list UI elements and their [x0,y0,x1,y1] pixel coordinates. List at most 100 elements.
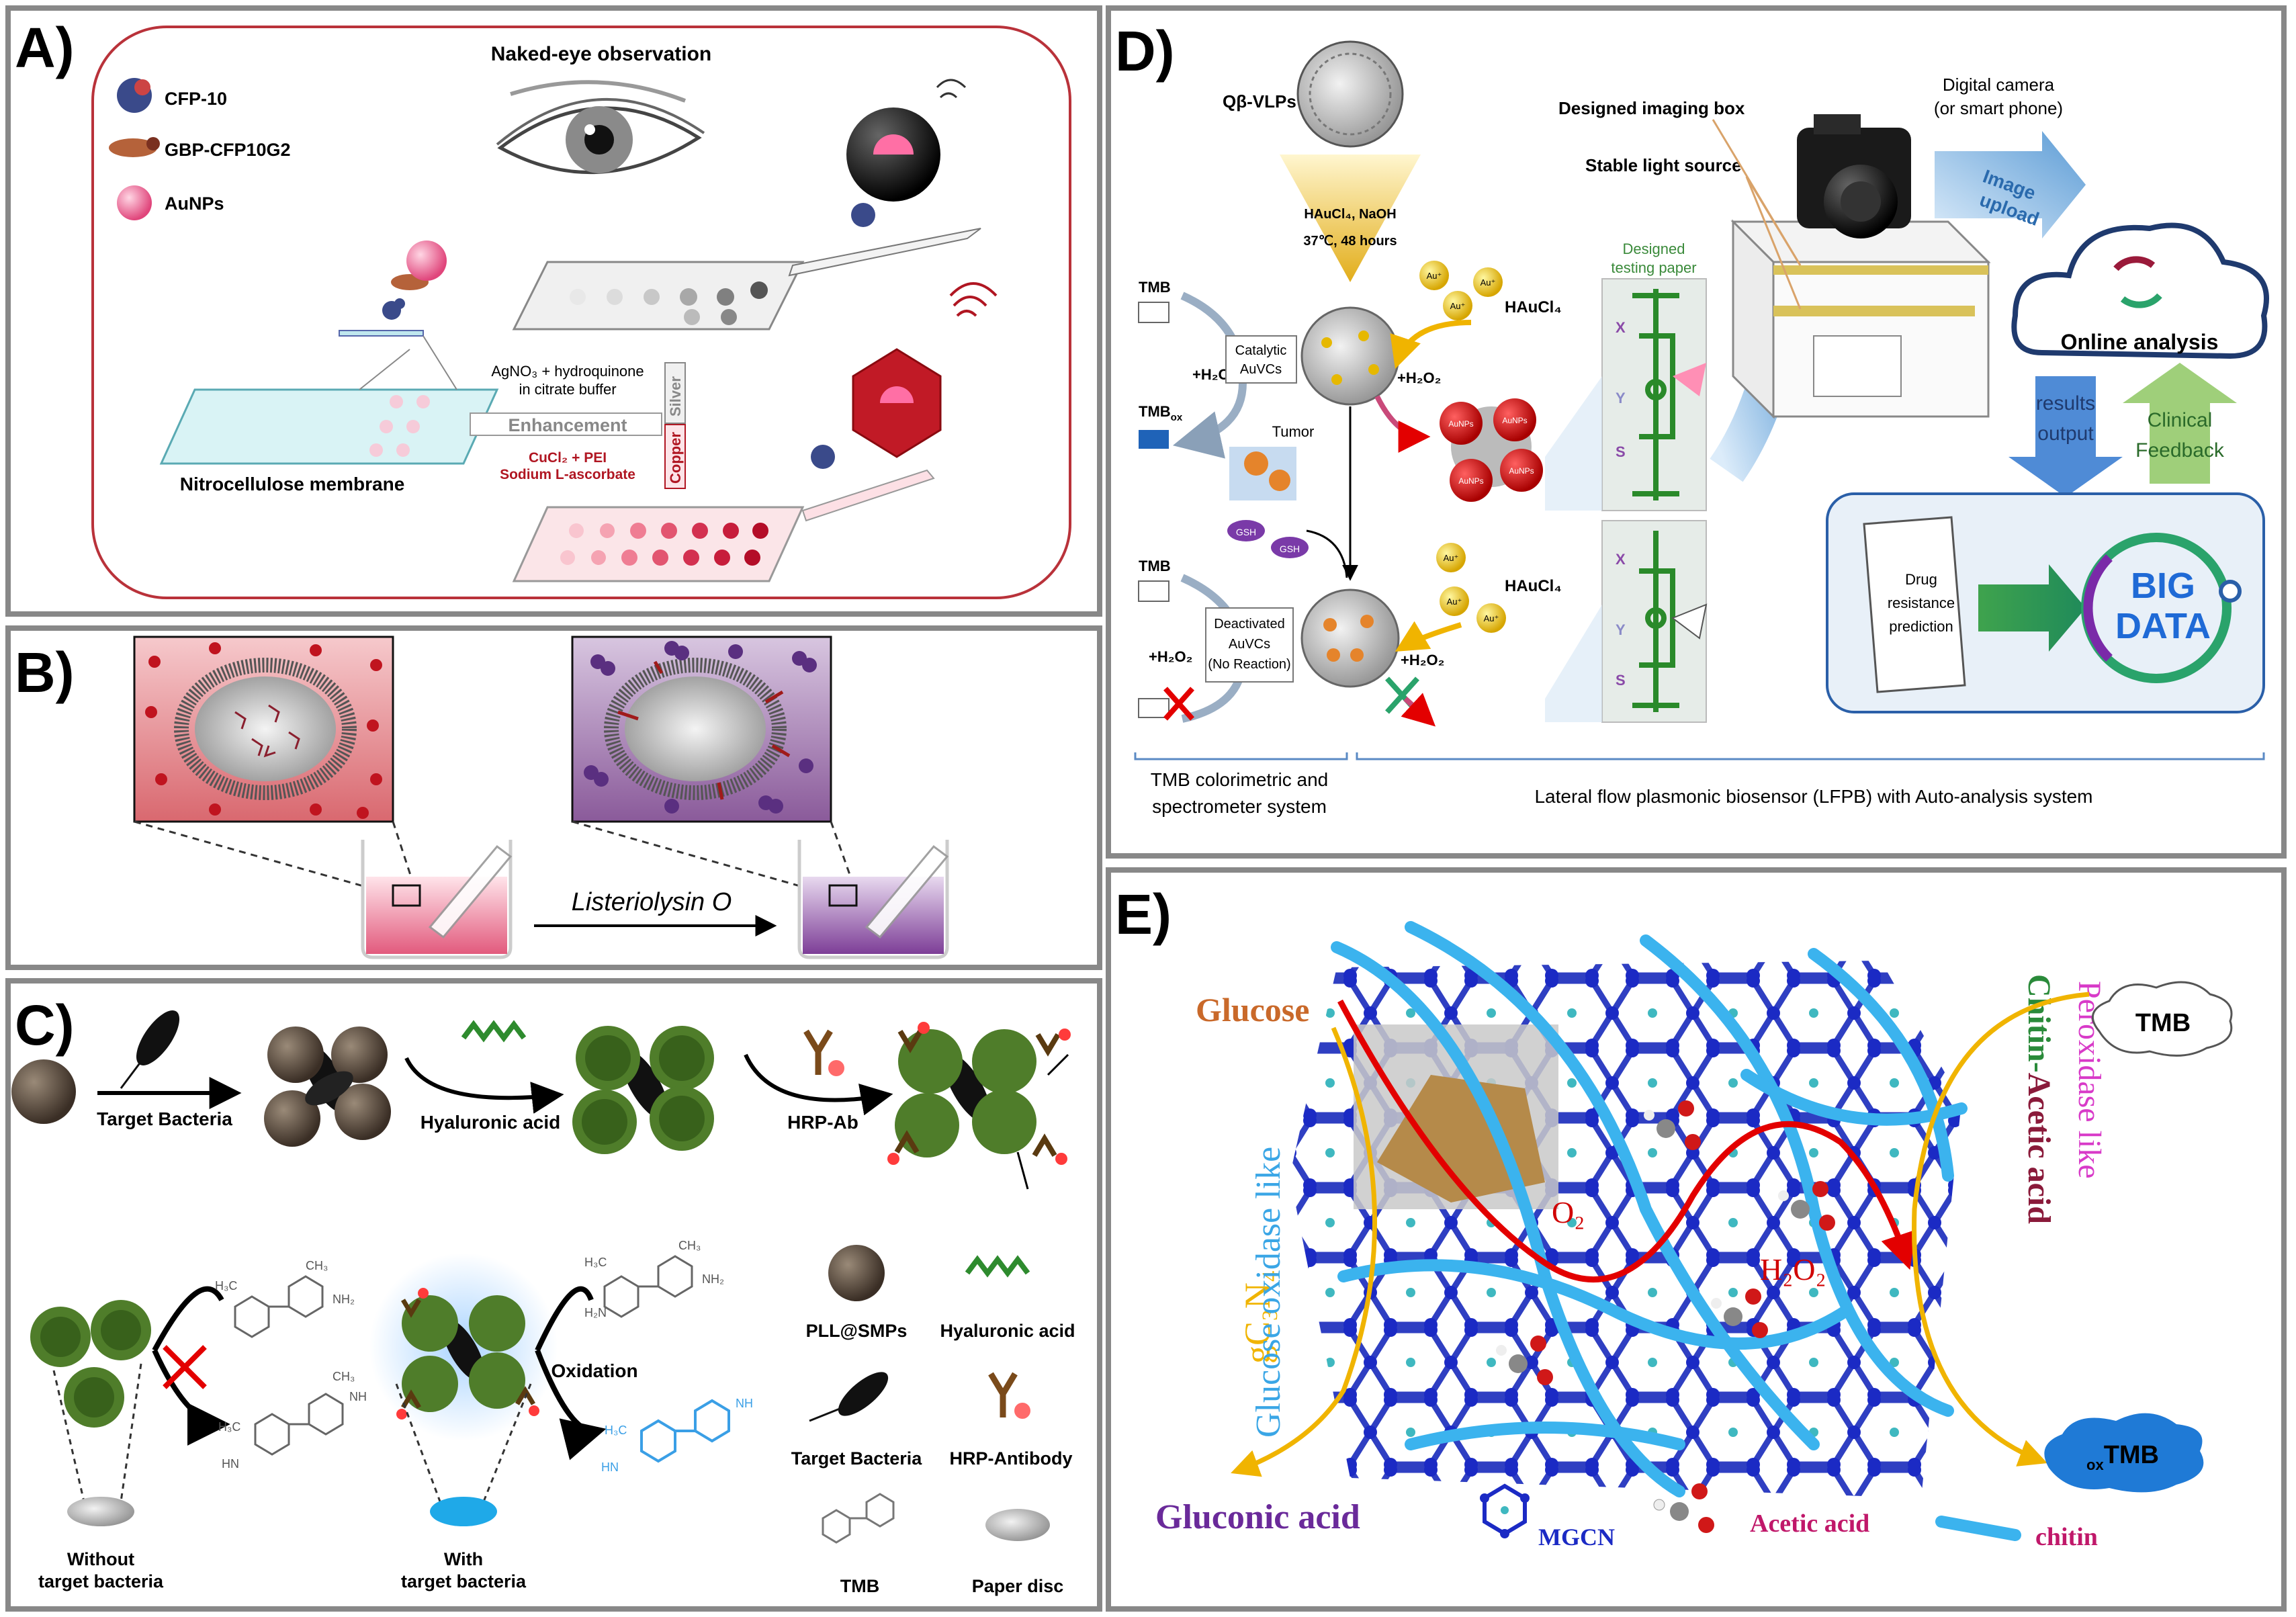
aunps-2: AuNPs [1502,416,1527,425]
oxidation-label: Oxidation [551,1360,637,1381]
legend-target-bacteria: Target Bacteria [791,1448,923,1469]
aunps-1: AuNPs [1448,419,1473,429]
imaging-box [1730,219,1991,419]
legend-tmb: TMB [840,1576,879,1596]
bottom-left-line-1: TMB colorimetric and [1151,769,1329,790]
designed-paper-line-1: Designed [1623,241,1685,257]
white-pointer-icon [1671,603,1708,640]
chem-ch3-2: CH₃ [333,1370,355,1383]
chem-nh-1: NH [349,1390,367,1403]
oxtmb-cloud-icon [2044,1413,2204,1493]
tmb-cloud-label: TMB [2135,1009,2191,1037]
synthesis-line-1: HAuCl₄, NaOH [1304,207,1396,222]
feedback-arrow [2123,363,2237,484]
panel-a-title: Naked-eye observation [491,43,711,65]
catalytic-line-1: Catalytic [1235,343,1287,358]
gluconic-acid-label: Gluconic acid [1155,1498,1360,1536]
results-line-1: results [2036,392,2095,414]
step-target-bacteria: Target Bacteria [97,1108,232,1129]
green-arrow [1978,564,2086,652]
listeriolysin-label: Listeriolysin O [572,888,732,916]
legend-bacteria-icon [838,1372,889,1416]
oxtmb-structure [640,1399,730,1463]
catalytic-line-2: AuVCs [1240,362,1282,377]
legend-pll-smps: PLL@SMPs [806,1321,908,1341]
chitin-acetic-label: Chitin-Acetic acid [2021,974,2057,1224]
hyaluronic-acid-icon [461,1020,527,1043]
membrane-label: Nitrocellulose membrane [180,474,405,494]
step-hyaluronic-acid: Hyaluronic acid [421,1112,561,1133]
chem-ch3-1: CH₃ [306,1259,328,1272]
pll-smp-particle [11,1059,76,1124]
legend-cfp10: CFP-10 [165,89,227,109]
copper-label: Copper [667,432,684,484]
scroll-icon [1863,516,1966,693]
legend-gbp: GBP-CFP10G2 [165,140,291,160]
tumor-label: Tumor [1272,423,1315,440]
synthesis-line-2: 37℃, 48 hours [1303,234,1397,249]
bacteria-capture-cluster [264,1026,391,1147]
chem-h3c-blue: H₃C [605,1424,627,1437]
with-line-2: target bacteria [401,1571,527,1591]
clinical-line-1: Clinical [2148,409,2213,431]
results-line-2: output [2037,423,2094,445]
haucl4-top: HAuCl₄ [1505,298,1562,316]
haucl4-bottom: HAuCl₄ [1505,577,1562,595]
legend-paper-disc-icon [985,1509,1050,1541]
without-line-1: Without [67,1549,134,1569]
nitrocellulose-membrane [159,388,499,465]
bacteria-icon [136,1010,180,1065]
h2o2-label: H₂O₂ [1760,1252,1826,1286]
gc3n4-label: gC₃N₄ [1237,1270,1278,1364]
legend-pll-smps-icon [828,1245,885,1301]
labeled-cluster [887,1022,1071,1165]
copper-dots [560,523,768,566]
deactivated-line-1: Deactivated [1214,617,1285,631]
synthesis-arrow [1280,155,1421,282]
tmb-label-top: TMB [1139,279,1171,296]
bottom-left-line-2: spectrometer system [1152,796,1327,817]
camera-line-2: (or smart phone) [1934,98,2063,118]
results-arrow [2008,376,2123,497]
chem-h3c-1: H₃C [215,1279,237,1293]
enhancement-label: Enhancement [508,415,627,435]
gsh-2: GSH [1280,543,1300,554]
gox-like-label: Glucose oxidase like [1249,1147,1288,1438]
qb-vlps-label: Qβ-VLPs [1223,91,1296,112]
cloud-icon [2011,222,2269,359]
strip-y-1: Y [1616,390,1626,406]
panel-d-letter: D) [1115,19,1175,83]
legend-hrp-antibody: HRP-Antibody [950,1448,1073,1469]
auvc-deactivated [1300,588,1400,688]
aunps-3: AuNPs [1509,466,1534,476]
data-label: DATA [2115,606,2211,646]
silver-reagent-1: AgNO₃ + hydroquinone [491,363,644,380]
strip-s-2: S [1616,672,1626,689]
tmbox-label: TMBox [1139,403,1183,423]
acetic-acid-label: Acetic acid [1750,1510,1869,1538]
panel-c: C) Target Bacteria Hyaluronic acid HRP-A… [5,978,1102,1612]
strip-s-1: S [1616,443,1626,460]
au-6: Au⁺ [1484,613,1499,623]
copper-reagent-2: Sodium L-ascorbate [500,467,635,482]
panel-e-letter: E) [1115,883,1172,946]
au-5: Au⁺ [1447,597,1462,607]
o2-label: O₂ [1552,1195,1585,1229]
h2o2-mid: +H₂O₂ [1397,369,1441,386]
aunps-4: AuNPs [1458,476,1483,486]
au-4: Au⁺ [1444,553,1459,563]
chitin-legend-icon [1935,1516,2021,1541]
designed-paper-line-2: testing paper [1611,259,1696,276]
chem-h3c-3: H₃C [584,1256,607,1269]
au-3: Au⁺ [1481,277,1496,288]
legend-tmb-icon [822,1493,895,1544]
oxtmb-cloud-label: oxTMB [2086,1441,2159,1473]
ha-coated-cluster [572,1026,714,1154]
au-2: Au⁺ [1450,301,1466,311]
acetic-acid-molecules [1496,1100,1835,1385]
panel-a-letter: A) [15,16,75,79]
negative-cluster [30,1300,151,1428]
legend-ha-icon [965,1255,1030,1278]
drug-line-3: prediction [1889,618,1953,635]
chem-h2n-1: H₂N [584,1306,607,1319]
